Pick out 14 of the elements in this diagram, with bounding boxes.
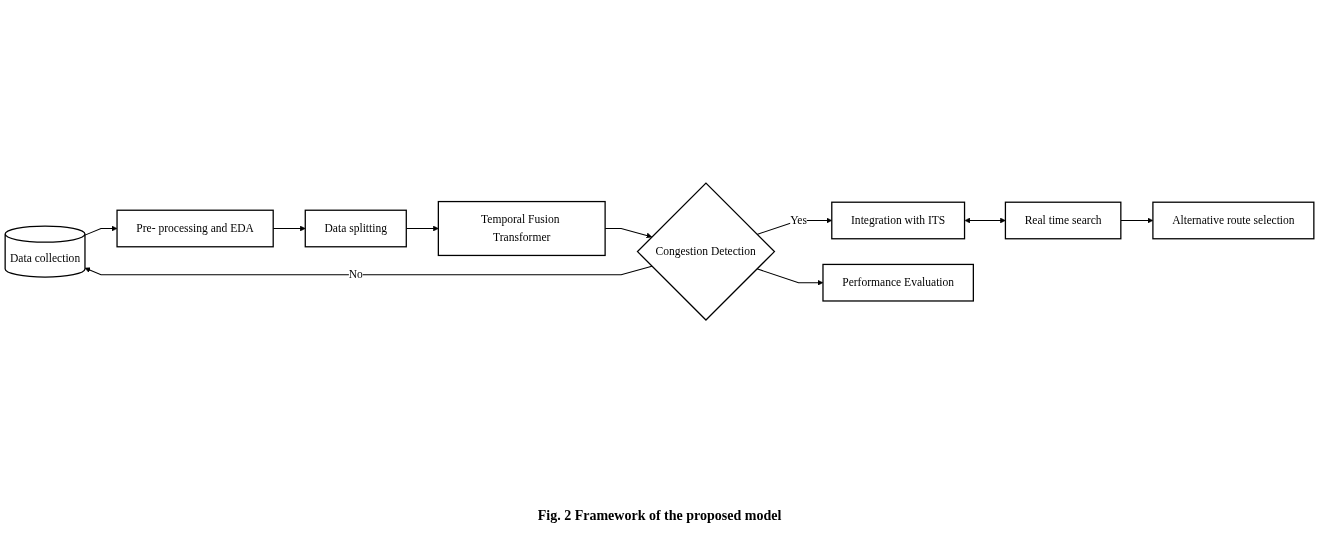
node-box: Performance Evaluation	[822, 264, 974, 303]
node-box: Temporal Fusion Transformer	[437, 201, 606, 257]
edge-label: No	[348, 268, 363, 282]
arrow	[964, 218, 1006, 224]
node-box: Data splitting	[304, 210, 407, 248]
arrow	[84, 226, 118, 237]
node-box: Pre- processing and EDA	[116, 210, 274, 248]
arrow	[84, 266, 653, 276]
node-box: Alternative route selection	[1152, 201, 1315, 240]
node-diamond: Congestion Detection	[636, 182, 776, 322]
node-box: Real time search	[1004, 201, 1122, 240]
node-box: Integration with ITS	[831, 201, 966, 240]
edge-label: Yes	[790, 214, 807, 227]
figure-caption: Fig. 2 Framework of the proposed model	[537, 508, 782, 524]
